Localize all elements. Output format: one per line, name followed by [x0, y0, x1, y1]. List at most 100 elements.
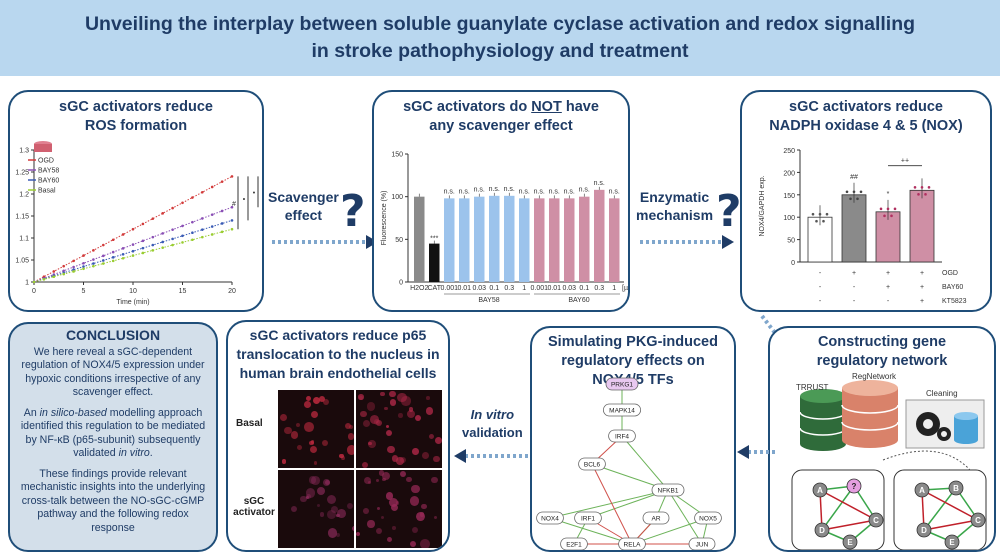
- ros-x-tick-label: 15: [179, 288, 187, 295]
- ros-y-tick-label: 1: [25, 280, 29, 287]
- cell-fluorescence-spot: [416, 512, 426, 522]
- database-icon-clean: [954, 412, 978, 444]
- conclusion-heading: CONCLUSION: [65, 327, 161, 343]
- ros-point: [220, 222, 224, 225]
- cell-fluorescence-spot: [428, 434, 434, 440]
- pkg-node-label: IRF4: [615, 434, 629, 441]
- cell-fluorescence-spot: [400, 456, 407, 463]
- cell-fluorescence-spot: [347, 433, 354, 440]
- enzymatic-label-1: Enzymatic: [639, 189, 710, 205]
- ros-point: [220, 209, 224, 213]
- ros-point: [171, 237, 174, 241]
- cell-fluorescence-spot: [313, 396, 321, 404]
- scav-y-tick-label: 50: [395, 237, 403, 244]
- cell-fluorescence-spot: [389, 390, 396, 397]
- invitro-label-2: validation: [462, 425, 523, 440]
- question-mark-1: ?: [340, 186, 366, 237]
- nox-bar: [875, 211, 901, 263]
- panel-pkg: Simulating PKG-induced regulatory effect…: [530, 326, 736, 552]
- nox-row-label: KT5823: [942, 298, 967, 305]
- pkg-node: [605, 377, 639, 391]
- cell-fluorescence-spot: [300, 495, 308, 503]
- ros-legend-label: Basal: [38, 188, 56, 195]
- panel-p65: sGC activators reduce p65 translocation …: [226, 320, 450, 552]
- cell-fluorescence-spot: [391, 455, 399, 462]
- panel-ros-title-1: sGC activators reduce: [59, 99, 213, 115]
- scav-bar: [564, 198, 575, 282]
- ros-point: [102, 243, 105, 247]
- cell-fluorescence-spot: [368, 442, 372, 446]
- scav-x-tick-label: 1: [612, 285, 616, 292]
- cell-fluorescence-spot: [367, 480, 372, 485]
- scav-y-tick-label: 0: [399, 280, 403, 287]
- arrow-4: [737, 445, 775, 459]
- panel-grn: Constructing gene regulatory network TRR…: [768, 326, 996, 552]
- nox-point: [886, 207, 890, 211]
- cell-fluorescence-spot: [358, 394, 364, 400]
- cell-fluorescence-spot: [337, 509, 347, 518]
- ros-point: [151, 217, 155, 220]
- cell-fluorescence-spot: [330, 506, 338, 514]
- nox-point: [859, 190, 863, 194]
- pkg-node-label: E2F1: [566, 542, 582, 549]
- cell-fluorescence-spot: [390, 504, 398, 512]
- cell-fluorescence-spot: [313, 460, 318, 465]
- ros-point: [230, 205, 234, 209]
- ros-point: [62, 272, 65, 276]
- cell-fluorescence-spot: [327, 528, 337, 538]
- nox-sig-mark: *: [887, 191, 890, 198]
- arrow-5: [454, 449, 528, 463]
- scav-bar: [429, 243, 440, 282]
- database-icon-trrust: [799, 389, 847, 451]
- panel-nox-title-2: NADPH oxidase 4 & 5 (NOX): [769, 118, 963, 134]
- ros-y-tick-label: 1.25: [15, 170, 29, 177]
- ros-point: [141, 246, 145, 250]
- grn-node: [868, 512, 884, 528]
- pkg-node: [608, 429, 636, 443]
- cell-fluorescence-spot: [398, 413, 403, 418]
- grn-node: [948, 480, 964, 496]
- ros-x-tick-label: 10: [129, 288, 137, 295]
- ros-point: [82, 267, 85, 271]
- pkg-node: [688, 537, 716, 550]
- grn-edge-inhibit: [819, 489, 877, 521]
- cell-fluorescence-spot: [356, 532, 361, 537]
- scav-bar: [444, 198, 455, 282]
- scav-x-tick-label: 0.03: [472, 285, 486, 292]
- ros-point: [230, 175, 234, 178]
- panel-scav-title-2: any scavenger effect: [429, 118, 573, 134]
- cell-fluorescence-spot: [434, 516, 438, 520]
- ros-point: [191, 238, 194, 242]
- ros-point: [181, 201, 184, 205]
- cell-fluorescence-spot: [296, 444, 302, 450]
- ros-x-tick-label: 5: [82, 288, 86, 295]
- ros-point: [220, 180, 224, 183]
- ros-point: [210, 233, 214, 236]
- pkg-node-label: MAPK14: [609, 408, 635, 415]
- nox-row-label: BAY60: [942, 284, 963, 291]
- cell-fluorescence-spot: [310, 411, 318, 419]
- ros-point: [121, 233, 125, 236]
- ros-x-axis-label: Time (min): [116, 299, 149, 306]
- ros-point: [171, 243, 174, 247]
- scav-group-label: BAY60: [568, 297, 589, 304]
- ros-sig-mark: •: [253, 190, 256, 197]
- nox-sig-mark: ++: [901, 158, 909, 165]
- panel-scavenger: sGC activators do NOT have any scavenger…: [372, 90, 630, 312]
- cell-fluorescence-spot: [386, 537, 392, 543]
- enzymatic-label-2: mechanism: [636, 207, 714, 223]
- micrograph-basal-2: [356, 390, 442, 468]
- ros-point: [201, 228, 204, 231]
- scavenger-label: Scavenger effect: [268, 188, 339, 224]
- cell-fluorescence-spot: [411, 484, 420, 494]
- scav-bar: [534, 198, 545, 282]
- ros-y-tick-label: 1.2: [19, 192, 29, 199]
- panel-ros-title-2: ROS formation: [84, 118, 188, 134]
- grn-node: [916, 522, 932, 538]
- cell-fluorescence-spot: [378, 470, 385, 476]
- scav-y-tick-label: 100: [391, 194, 403, 201]
- ros-point: [151, 249, 155, 252]
- cell-fluorescence-spot: [327, 509, 336, 519]
